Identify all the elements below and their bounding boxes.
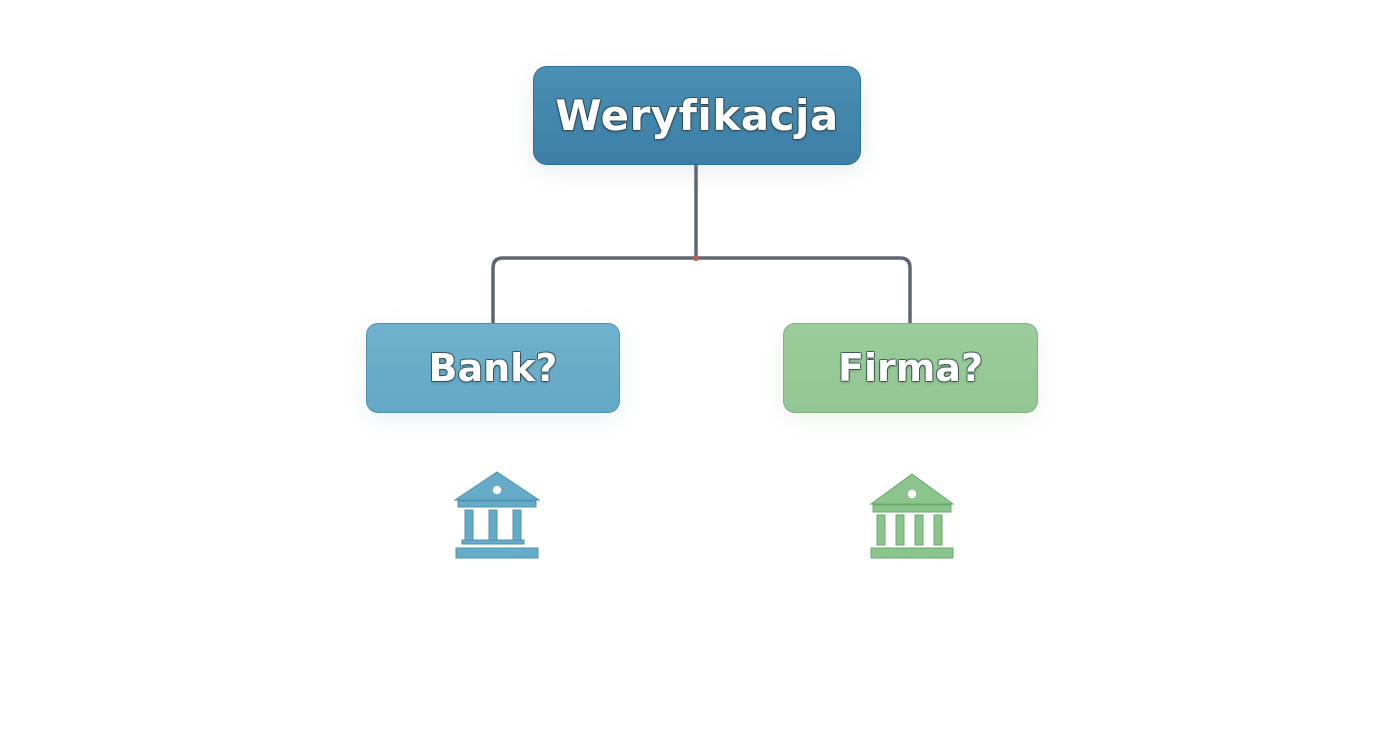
connector-junction-dot xyxy=(693,255,699,261)
node-bank: Bank? xyxy=(366,323,620,413)
connector-branch-bank xyxy=(491,256,698,325)
node-firma: Firma? xyxy=(783,323,1038,413)
node-weryfikacja-label: Weryfikacja xyxy=(555,91,839,140)
bank-building-icon xyxy=(869,473,955,559)
connector-branch-firma xyxy=(694,256,912,325)
node-bank-label: Bank? xyxy=(428,346,558,390)
node-weryfikacja: Weryfikacja xyxy=(533,66,861,165)
bank-building-icon xyxy=(453,471,541,559)
node-firma-label: Firma? xyxy=(837,346,983,390)
